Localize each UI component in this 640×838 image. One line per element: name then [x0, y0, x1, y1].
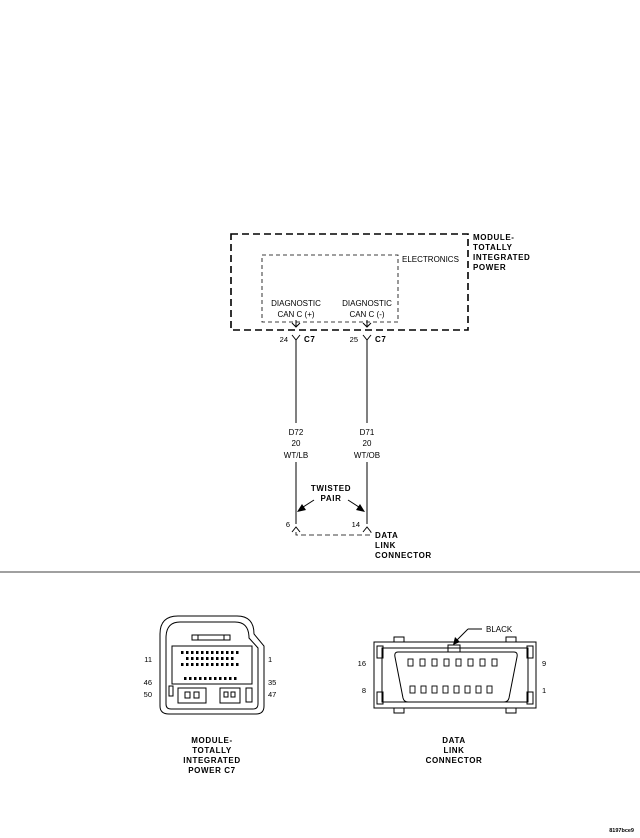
electronics-label: ELECTRONICS [402, 255, 459, 264]
module-pin-number: 24 [280, 335, 288, 344]
wire-color: WT/OB [354, 451, 380, 460]
twisted-pair-label-line-2: PAIR [321, 494, 342, 503]
connector-inner-shell [165, 621, 259, 710]
dlc-pin-number: 6 [286, 520, 290, 529]
dlc-pin-number: 14 [352, 520, 360, 529]
mounting-ear [376, 691, 384, 705]
dlc-boundary [295, 532, 372, 536]
pin-row-upper [407, 658, 498, 667]
connector-label-line-1: MODULE- [191, 736, 233, 745]
tipm-module-name-line-1: MODULE- [473, 233, 515, 242]
connector-label-line-3: INTEGRATED [183, 756, 240, 765]
twisted-pair-callout: TWISTED PAIR [297, 484, 365, 512]
pin-number-bottom-right: 47 [268, 690, 276, 699]
dlc-pin-symbol-icon [362, 526, 372, 533]
twisted-pair-label-line-1: TWISTED [311, 484, 351, 493]
connector-rim [381, 647, 529, 703]
terminal [193, 691, 200, 699]
wire-code: D72 [289, 428, 304, 437]
side-key [245, 687, 253, 703]
connector-label-line-2: LINK [443, 746, 464, 755]
leader-arrow-icon [356, 504, 365, 512]
connector-color-label: BLACK [486, 625, 513, 634]
mounting-ear [526, 645, 534, 659]
keyway-notch [447, 644, 461, 653]
dlc-name-line-1: DATA [375, 531, 398, 540]
dlc-name-line-3: CONNECTOR [375, 551, 432, 560]
wire-gauge: 20 [363, 439, 372, 448]
module-pin-number: 25 [350, 335, 358, 344]
mounting-ear [526, 691, 534, 705]
tipm-module-outline [230, 233, 469, 331]
pin-number-bottom-right: 1 [542, 686, 546, 695]
connector-shell [159, 615, 265, 715]
latch-tab [191, 634, 231, 641]
connector-label-line-1: DATA [442, 736, 465, 745]
leader-arrow-icon [297, 504, 306, 512]
dlc-schematic: DATA LINK CONNECTOR [295, 531, 432, 560]
edge-tab [505, 636, 517, 643]
terminal-arrow-icon [362, 322, 372, 328]
large-terminal-block [177, 687, 207, 704]
leader-arrow-icon [453, 637, 460, 645]
dlc-name-line-2: LINK [375, 541, 396, 550]
color-leader-line [455, 628, 469, 642]
pin-number-top-right: 1 [268, 655, 272, 664]
pin-number-top-right: 9 [542, 659, 546, 668]
pin-number-bottom-left: 50 [144, 690, 152, 699]
terminal [223, 691, 229, 698]
pin-number-mid-right: 35 [268, 678, 276, 687]
pin-row [181, 651, 239, 654]
connector-label-line-4: POWER C7 [188, 766, 235, 775]
terminal-arrow-icon [291, 322, 301, 328]
pin-number-mid-left: 46 [144, 678, 152, 687]
circuit-function-line-2: CAN C (+) [277, 310, 314, 319]
electronics-box [261, 254, 399, 323]
connector-pin-symbol-icon [291, 334, 301, 341]
pin-row [181, 663, 239, 666]
edge-tab [393, 636, 405, 643]
module-connector-id: C7 [375, 335, 386, 344]
figure-id: 8197bce9 [609, 828, 634, 834]
pin-row [186, 657, 234, 660]
circuit-function-line-1: DIAGNOSTIC [271, 299, 321, 308]
wire-gauge: 20 [292, 439, 301, 448]
tipm-module-name-line-2: TOTALLY [473, 243, 513, 252]
dlc-connector-view: BLACK 16 9 8 1 DATA LINK CONNECTOR [358, 625, 547, 765]
wire-color: WT/LB [284, 451, 308, 460]
tipm-c7-connector-view: 11 1 46 35 50 47 MODULE- TOTALLY INTEGRA… [144, 615, 276, 775]
pin-number-bottom-left: 8 [362, 686, 366, 695]
mounting-ear [376, 645, 384, 659]
edge-tab [505, 707, 517, 714]
tipm-module: MODULE- TOTALLY INTEGRATED POWER ELECTRO… [230, 233, 530, 331]
connector-pin-symbol-icon [362, 334, 372, 341]
circuit-function-line-2: CAN C (-) [349, 310, 384, 319]
circuit-can-c-minus: DIAGNOSTIC CAN C (-) 25 C7 D71 20 WT/OB … [342, 299, 392, 533]
tipm-module-name-line-3: INTEGRATED [473, 253, 530, 262]
side-key [168, 685, 174, 697]
terminal [184, 691, 191, 699]
large-terminal-block [219, 687, 241, 704]
terminal [230, 691, 236, 698]
tipm-module-name-line-4: POWER [473, 263, 506, 272]
circuit-function-line-1: DIAGNOSTIC [342, 299, 392, 308]
pin-row-lower [409, 685, 493, 694]
connector-label-line-2: TOTALLY [192, 746, 232, 755]
pin-number-top-left: 11 [144, 655, 152, 664]
dlc-pin-symbol-icon [291, 526, 301, 533]
terminal-cavity-field [171, 645, 253, 685]
connector-trapezoid-face [394, 651, 518, 703]
wire-code: D71 [360, 428, 375, 437]
pin-number-top-left: 16 [358, 659, 366, 668]
circuit-can-c-plus: DIAGNOSTIC CAN C (+) 24 C7 D72 20 WT/LB … [271, 299, 321, 533]
pin-row [184, 677, 237, 680]
connector-label-line-3: CONNECTOR [426, 756, 483, 765]
edge-tab [393, 707, 405, 714]
module-connector-id: C7 [304, 335, 315, 344]
